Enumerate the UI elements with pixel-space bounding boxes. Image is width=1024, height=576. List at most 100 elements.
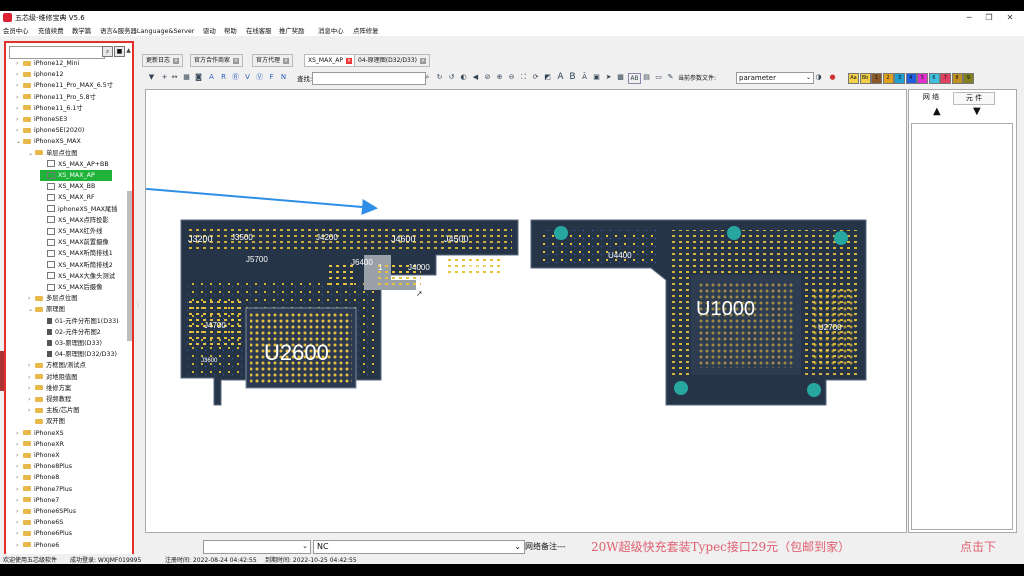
tree-item[interactable]: 04-原理图(D32/D33): [40, 349, 117, 360]
rotate-ccw-icon[interactable]: ↺: [448, 73, 455, 81]
tree-item[interactable]: ›iPhoneSE3: [16, 114, 67, 125]
expand-icon[interactable]: ›: [16, 485, 19, 493]
tree-item[interactable]: XS_MAX大像头测试: [40, 271, 115, 282]
expand-icon[interactable]: ⌄: [28, 306, 34, 314]
menu-driver[interactable]: 驱动: [203, 27, 216, 35]
tree-item[interactable]: ›iPhone11_Pro_MAX_6.5寸: [16, 80, 113, 91]
color-swatch-button[interactable]: 8: [951, 73, 963, 84]
search-icon[interactable]: ⌕: [102, 46, 113, 57]
tree-item[interactable]: XS_MAX点阵投影: [40, 215, 109, 226]
component-label[interactable]: U1000: [696, 298, 755, 320]
tree-item[interactable]: XS_MAX后摄像: [40, 282, 102, 293]
expand-icon[interactable]: ›: [16, 60, 19, 67]
close-tab-icon[interactable]: ×: [346, 57, 353, 64]
tree-item[interactable]: ›iPhone11_Pro_5.8寸: [16, 92, 96, 103]
mirror-icon[interactable]: ◐: [460, 73, 467, 81]
edit-icon[interactable]: ✎: [667, 73, 674, 81]
tree-item[interactable]: XS_MAX红外线: [40, 226, 102, 237]
tab-0[interactable]: 更新日志×: [142, 54, 184, 67]
tree-item[interactable]: ›iPhone11_6.1寸: [16, 103, 83, 114]
collapse-icon[interactable]: ■: [114, 46, 125, 57]
tree-item[interactable]: ›iPhoneXR: [16, 439, 64, 450]
rotate-cw-icon[interactable]: ↻: [436, 73, 443, 81]
expand-icon[interactable]: ›: [16, 440, 19, 448]
filter-4-button[interactable]: Ⓥ: [256, 73, 263, 81]
filter-5-button[interactable]: F: [269, 73, 274, 81]
tree-item[interactable]: iphoneXS_MAX尾插: [40, 204, 118, 215]
tree-item[interactable]: ›iphoneSE(2020): [16, 125, 84, 136]
color-swatch-button[interactable]: 5: [917, 73, 928, 84]
color-swatch-button[interactable]: 7: [940, 73, 951, 84]
color-swatch-button[interactable]: 3: [894, 73, 905, 84]
expand-icon[interactable]: ›: [28, 295, 31, 303]
folder-icon[interactable]: ▭: [655, 73, 662, 81]
tree-item[interactable]: XS_MAX听筒排线2: [40, 260, 113, 271]
zoom-in-icon[interactable]: ⊕: [496, 73, 503, 81]
font-b-icon[interactable]: B: [569, 72, 576, 82]
expand-icon[interactable]: ›: [16, 104, 19, 112]
expand-icon[interactable]: ›: [28, 373, 31, 381]
param-select[interactable]: parameter ⌄: [736, 72, 814, 84]
text-box-icon[interactable]: ▣: [593, 73, 600, 81]
tree-item[interactable]: XS_MAX_RF: [40, 192, 95, 203]
tree-item[interactable]: ›对地阻值图: [28, 372, 77, 383]
down-arrow-icon[interactable]: ▼: [973, 106, 981, 117]
tree-item[interactable]: ›iPhoneXS: [16, 428, 64, 439]
fit-icon[interactable]: +: [161, 73, 168, 81]
tab-3[interactable]: XS_MAX_AP×: [304, 54, 357, 67]
refresh-icon[interactable]: ⟳: [532, 73, 539, 81]
tree-item[interactable]: ›维修方案: [28, 383, 71, 394]
expand-icon[interactable]: ›: [16, 519, 19, 527]
tree-item[interactable]: ›方框图/测试点: [28, 360, 86, 371]
component-label[interactable]: J4500: [444, 234, 469, 244]
ab-icon[interactable]: AB: [628, 73, 641, 84]
menu-recharge[interactable]: 充值续费: [38, 27, 64, 35]
expand-icon[interactable]: ›: [16, 116, 19, 123]
tree-item[interactable]: ›iPhone6SPlus: [16, 506, 76, 517]
tree-item[interactable]: ›iphone12: [16, 69, 63, 80]
menu-member[interactable]: 会员中心: [3, 27, 29, 35]
component-label[interactable]: U2700: [818, 323, 842, 332]
close-tab-icon[interactable]: ×: [173, 57, 180, 64]
component-label[interactable]: J5700: [246, 255, 268, 264]
color-swatch-button[interactable]: 1: [871, 73, 882, 84]
expand-icon[interactable]: ›: [16, 474, 19, 482]
lock-icon[interactable]: ◩: [544, 73, 551, 81]
tree-item[interactable]: XS_MAX前置摄像: [40, 237, 109, 248]
tab-2[interactable]: 官方代理×: [252, 54, 294, 67]
tree-item[interactable]: XS_MAX_BB: [40, 181, 95, 192]
pin-icon[interactable]: ▼: [148, 73, 155, 81]
flip-icon[interactable]: ↔: [171, 73, 178, 81]
filter-0-button[interactable]: A: [209, 73, 214, 81]
expand-icon[interactable]: ›: [28, 362, 31, 370]
menu-promo[interactable]: 推广奖励: [279, 27, 305, 35]
zoom-out-icon[interactable]: ⊖: [508, 73, 515, 81]
tab-4[interactable]: 04-原理图(D32/D33)×: [354, 54, 431, 67]
color-swatch-button[interactable]: 4: [905, 73, 917, 84]
expand-icon[interactable]: ›: [16, 541, 19, 549]
color-wheel-icon[interactable]: ●: [829, 73, 836, 81]
color-swatch-button[interactable]: 2: [882, 73, 894, 84]
filter-3-button[interactable]: V: [245, 73, 250, 81]
component-label[interactable]: J4200: [316, 233, 338, 242]
expand-icon[interactable]: ›: [28, 384, 31, 392]
component-label[interactable]: U4400: [608, 251, 632, 260]
tab-component[interactable]: 元 件: [953, 92, 995, 105]
restore-button[interactable]: ❐: [985, 13, 993, 22]
tab-1[interactable]: 官方合作商家×: [190, 54, 244, 67]
component-label[interactable]: J3600: [201, 358, 218, 364]
filter-1-button[interactable]: R: [221, 73, 226, 81]
tree-item[interactable]: ⌄单层点位图: [28, 148, 77, 159]
triangle-icon[interactable]: ◀: [472, 73, 479, 81]
tab-net[interactable]: 网 络: [922, 93, 940, 101]
component-label[interactable]: J6400: [351, 258, 373, 267]
expand-icon[interactable]: ›: [16, 508, 19, 515]
up-arrow-icon[interactable]: ▲: [933, 106, 941, 117]
tree-item[interactable]: XS_MAX_AP+BB: [40, 159, 109, 170]
color-swatch-button[interactable]: Bb: [859, 73, 871, 84]
expand-icon[interactable]: ›: [16, 93, 19, 101]
component-label[interactable]: J4000: [408, 263, 430, 272]
expand-icon[interactable]: ›: [28, 407, 31, 415]
expand-icon[interactable]: ›: [16, 82, 19, 90]
